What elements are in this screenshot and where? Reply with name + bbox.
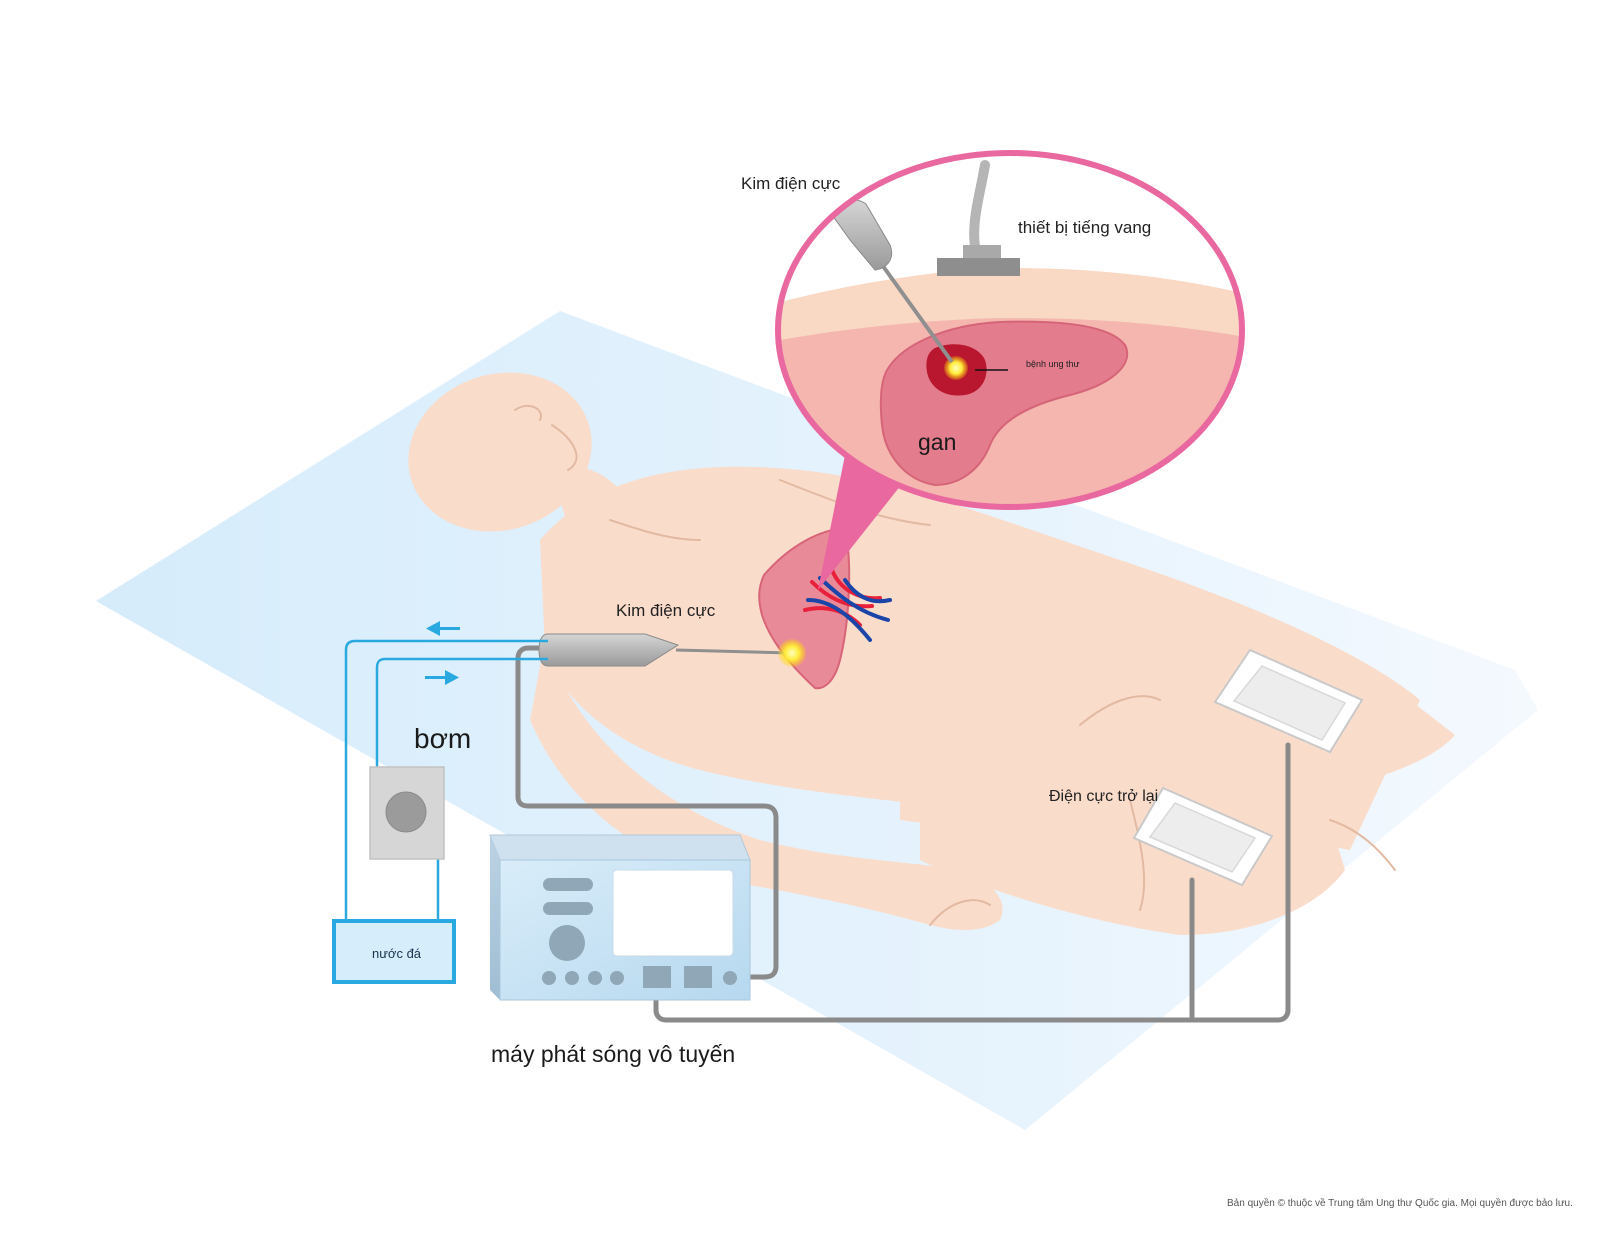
- return-pad-upper: [1213, 648, 1364, 754]
- label-electrode-needle-body: Kim điện cực: [616, 601, 716, 620]
- pump: [369, 766, 445, 860]
- label-pump: bơm: [414, 723, 472, 754]
- label-cancer: bệnh ung thư: [1026, 359, 1080, 369]
- return-electrode-pads: [1132, 648, 1364, 887]
- copyright-notice: Bản quyền © thuộc về Trung tâm Ung thư Q…: [1227, 1198, 1573, 1209]
- arrow-left-icon: [426, 621, 460, 636]
- label-echo-device: thiết bị tiếng vang: [1018, 218, 1152, 237]
- label-liver: gan: [918, 429, 957, 455]
- magnifier-ring: [775, 150, 1245, 510]
- ablation-hotspot: [778, 639, 806, 667]
- electric-cables: [515, 645, 1291, 1023]
- ice-water-container: [332, 919, 456, 984]
- return-pad-lower: [1132, 786, 1274, 887]
- flow-arrows: [425, 621, 460, 685]
- magnifier-bubble: [775, 150, 1245, 510]
- patient-body: [408, 372, 1455, 935]
- label-rf-generator: máy phát sóng vô tuyến: [491, 1041, 736, 1067]
- label-ice-water: nước đá: [372, 946, 422, 961]
- arrow-right-icon: [425, 670, 459, 685]
- pump-icon: [385, 791, 427, 833]
- rf-generator: [489, 834, 751, 1001]
- label-return-electrode: Điện cực trở lại: [1049, 788, 1159, 805]
- label-electrode-needle-top: Kim điện cực: [741, 174, 841, 193]
- magnifier-pointer: [818, 455, 905, 590]
- electrode-needle: [538, 633, 806, 667]
